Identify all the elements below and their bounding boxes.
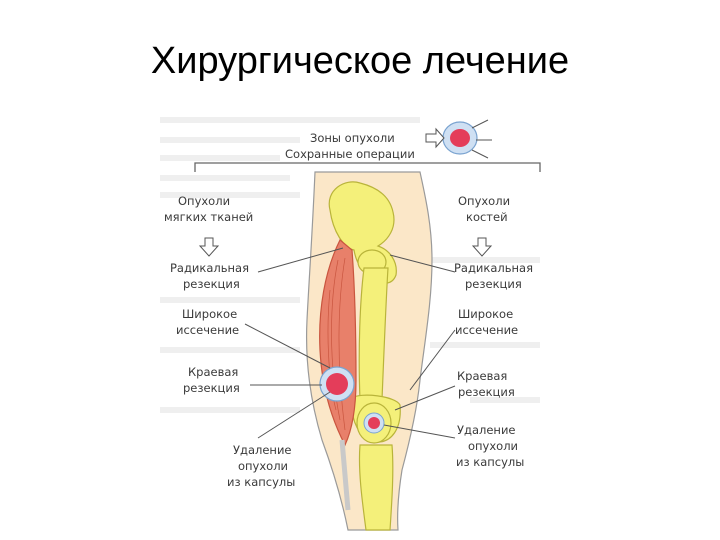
soft-tissue-tumor — [320, 367, 354, 401]
label-marginal-left-1: Краевая — [188, 365, 238, 379]
label-capsule-left-2: опухоли — [238, 459, 288, 473]
label-capsule-right-1: Удаление — [457, 423, 516, 437]
label-wide-right-2: иссечение — [455, 323, 518, 337]
tibia — [359, 445, 392, 530]
label-radical-right-2: резекция — [465, 277, 522, 291]
label-capsule-right-3: из капсулы — [456, 455, 524, 469]
top-bracket — [195, 163, 540, 172]
label-radical-right-1: Радикальная — [454, 261, 533, 275]
label-bone-1: Опухоли — [458, 194, 510, 208]
label-marginal-right-2: резекция — [458, 385, 515, 399]
label-bone-2: костей — [466, 210, 508, 224]
label-marginal-left-2: резекция — [183, 381, 240, 395]
label-soft-tissue-1: Опухоли — [178, 194, 230, 208]
label-wide-left-1: Широкое — [182, 307, 237, 321]
label-capsule-right-2: опухоли — [468, 439, 518, 453]
label-radical-left-2: резекция — [183, 277, 240, 291]
label-marginal-right-1: Краевая — [457, 369, 507, 383]
label-soft-tissue-2: мягких тканей — [164, 210, 253, 224]
label-wide-left-2: иссечение — [176, 323, 239, 337]
label-capsule-left-3: из капсулы — [227, 475, 295, 489]
tumor-zone-icon — [443, 120, 492, 158]
label-radical-left-1: Радикальная — [170, 261, 249, 275]
label-capsule-left-1: Удаление — [233, 443, 292, 457]
arrow-down-right-icon — [473, 238, 491, 256]
bone-tumor — [364, 413, 384, 433]
label-preserving-operations: Сохранные операции — [285, 147, 415, 161]
arrow-down-left-icon — [200, 238, 218, 256]
arrow-right-icon — [426, 129, 444, 147]
label-tumor-zones: Зоны опухоли — [310, 131, 395, 145]
label-wide-right-1: Широкое — [458, 307, 513, 321]
